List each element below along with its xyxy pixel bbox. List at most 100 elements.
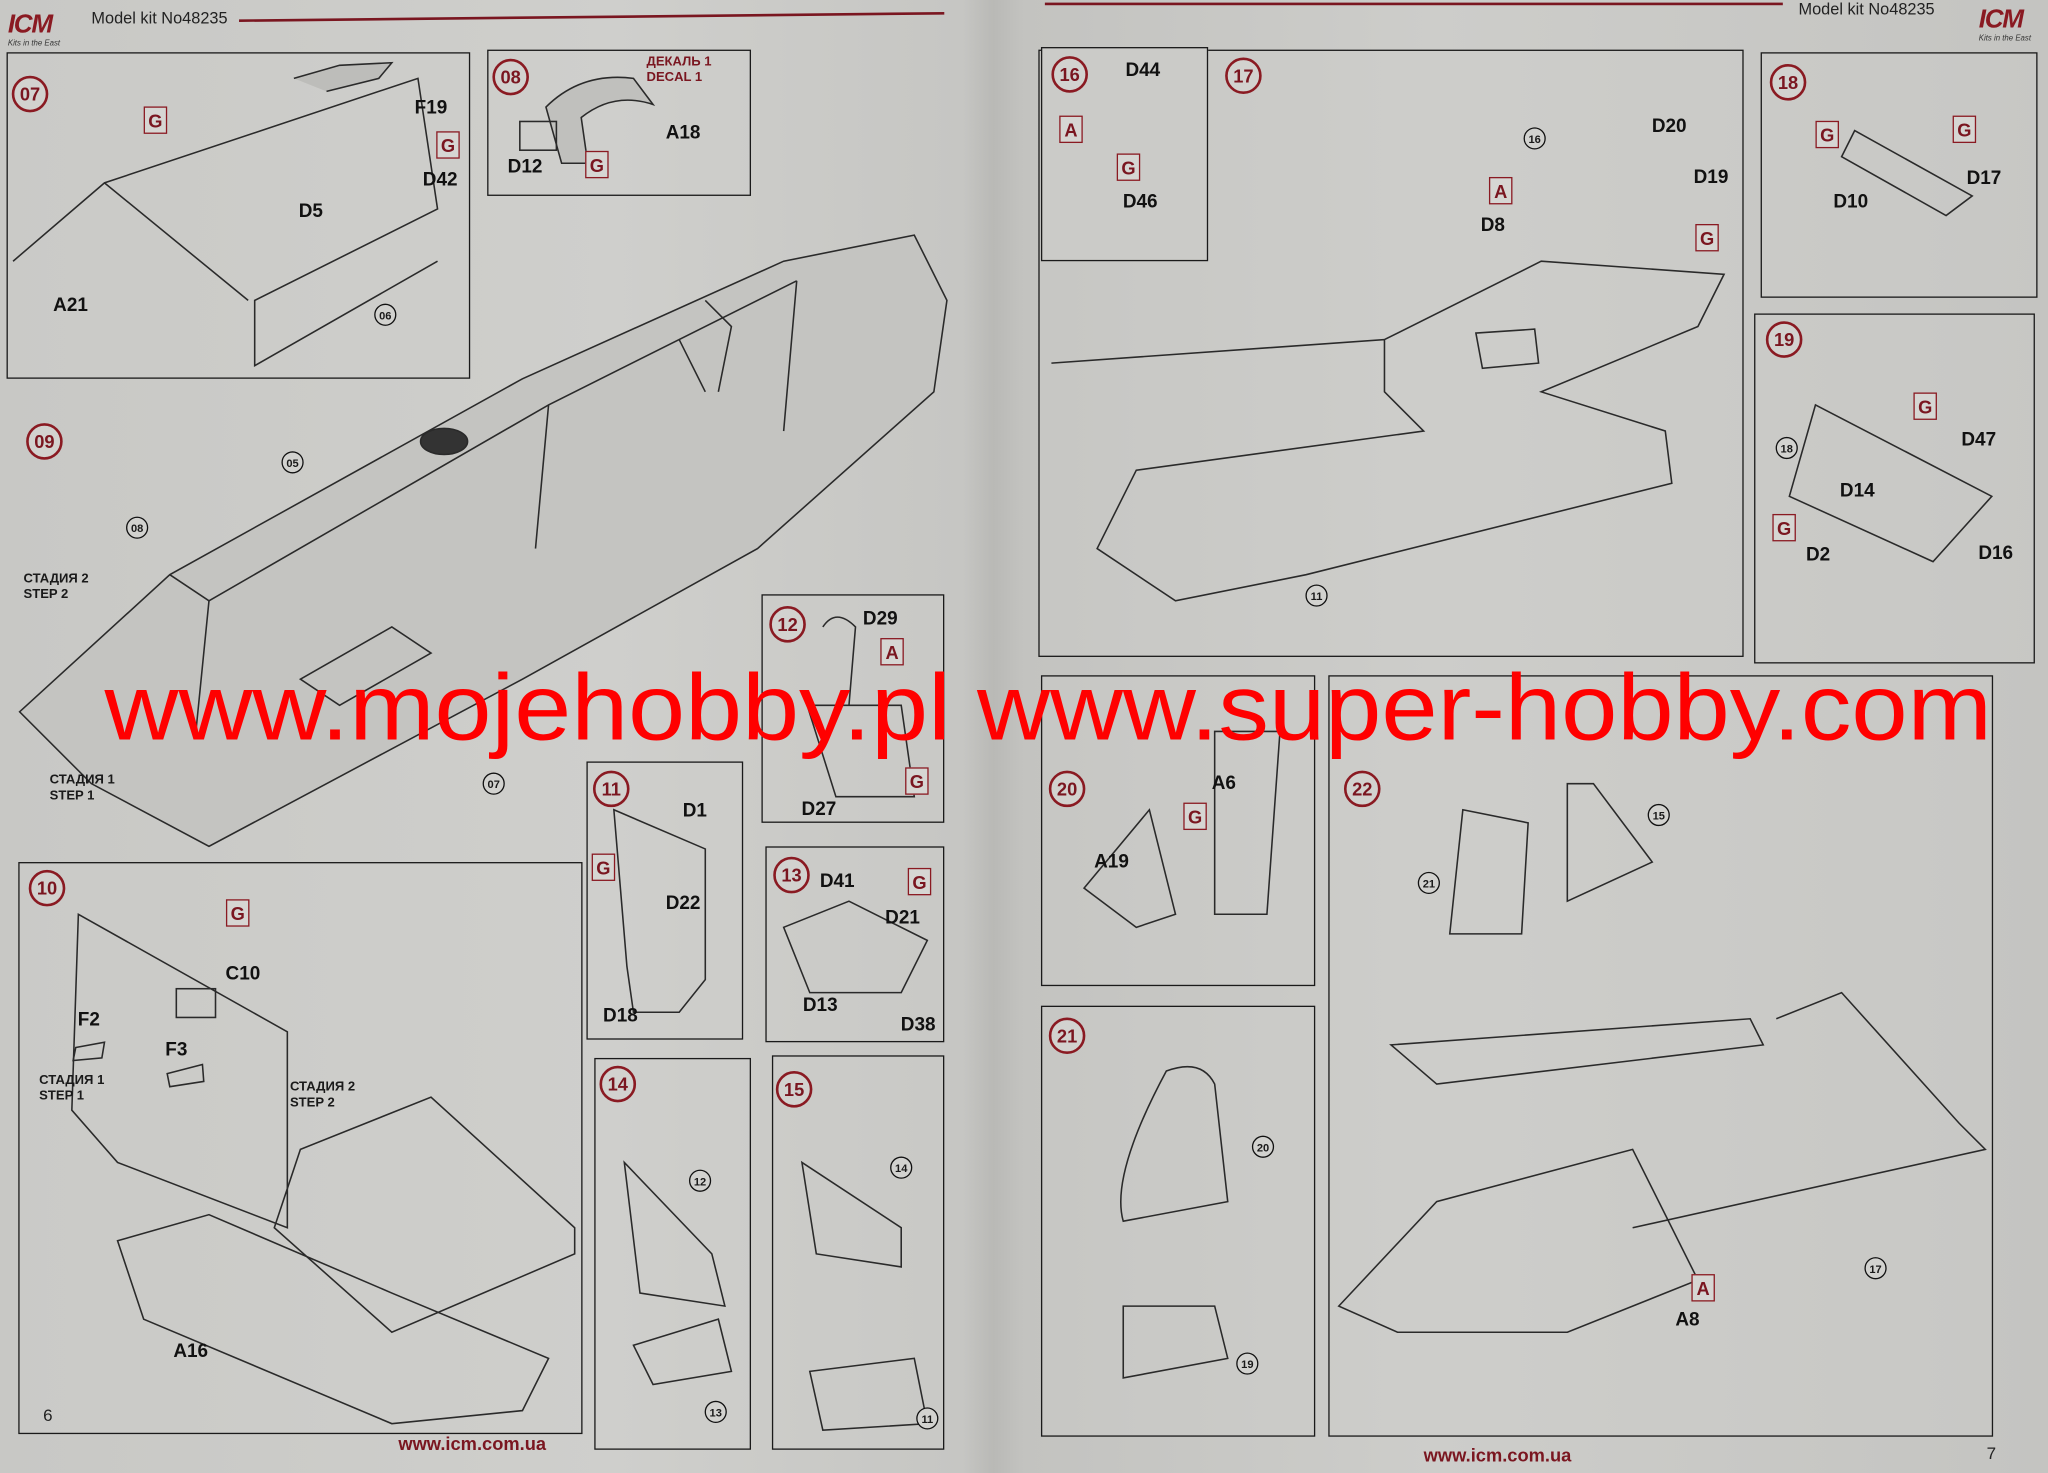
step-10-panel <box>18 862 583 1435</box>
step-11-panel <box>586 761 744 1040</box>
step-08-panel <box>487 49 752 196</box>
part-label: D14 <box>1839 480 1875 502</box>
step-number-badge: 10 <box>28 869 66 907</box>
part-label: A6 <box>1211 773 1236 795</box>
part-label: D29 <box>862 608 898 630</box>
stage-label: СТАДИЯ 1 STEP 1 <box>39 1073 105 1104</box>
sprue-letter-box: G <box>905 767 929 795</box>
step-reference-circle: 14 <box>890 1156 913 1179</box>
step-reference-circle: 05 <box>281 451 304 474</box>
part-label: F19 <box>414 97 448 119</box>
step10-drawing <box>71 912 576 1425</box>
part-label: D1 <box>682 800 707 822</box>
step-reference-circle: 19 <box>1236 1352 1259 1375</box>
brand-tagline: Kits in the East <box>7 40 61 49</box>
step-reference-circle: 11 <box>916 1407 939 1430</box>
part-label: D5 <box>298 201 323 223</box>
step-reference-circle: 07 <box>482 772 505 795</box>
part-label: A19 <box>1094 851 1129 873</box>
fuselage-drawing <box>18 234 948 848</box>
model-kit-number-right: Model kit No48235 <box>1798 0 1935 19</box>
step-number-badge: 08 <box>492 58 529 96</box>
part-label: D20 <box>1651 116 1687 138</box>
part-label: D19 <box>1693 167 1729 189</box>
step-number-badge: 15 <box>775 1071 813 1108</box>
step-number-badge: 16 <box>1051 56 1088 93</box>
step-07-panel <box>6 52 471 379</box>
step-reference-circle: 13 <box>704 1400 727 1423</box>
part-label: C10 <box>225 963 261 985</box>
step-number-badge: 14 <box>599 1065 637 1103</box>
step-number-badge: 20 <box>1048 770 1086 808</box>
part-label: D41 <box>819 871 855 893</box>
header-rule-right <box>1044 2 1783 6</box>
part-label: D38 <box>900 1014 936 1036</box>
footer-url-right[interactable]: www.icm.com.ua <box>1423 1444 1572 1466</box>
sprue-letter-box: G <box>585 150 609 179</box>
part-label: D10 <box>1833 191 1869 213</box>
step-reference-circle: 16 <box>1523 127 1546 150</box>
brand-text: ICM <box>1978 5 2024 34</box>
step-number-badge: 21 <box>1048 1017 1086 1055</box>
step-number-badge: 17 <box>1225 57 1262 95</box>
step-number-badge: 18 <box>1769 63 1807 101</box>
sprue-letter-box: G <box>907 867 932 896</box>
sprue-letter-box: G <box>143 106 168 134</box>
step-18-panel <box>1760 52 2038 298</box>
step-reference-circle: 11 <box>1305 584 1328 607</box>
sprue-letter-box: A <box>880 638 904 666</box>
step-number-badge: 13 <box>773 856 810 894</box>
part-label: D27 <box>801 799 837 821</box>
part-label: D8 <box>1480 215 1505 237</box>
sprue-letter-box: A <box>1059 115 1083 144</box>
part-label: D18 <box>603 1005 638 1027</box>
part-label: D21 <box>885 907 920 929</box>
sprue-letter-box: G <box>225 899 250 927</box>
stage-label: СТАДИЯ 2 STEP 2 <box>289 1080 356 1111</box>
stage-label: СТАДИЯ 2 STEP 2 <box>23 572 89 603</box>
step-number-badge: 07 <box>11 75 49 113</box>
page-number-left: 6 <box>43 1405 53 1425</box>
sprue-letter-box: G <box>436 131 460 159</box>
part-label: D17 <box>1966 168 2002 190</box>
footer-url-left[interactable]: www.icm.com.ua <box>398 1432 547 1454</box>
step-20-panel <box>1040 675 1316 987</box>
brand-text: ICM <box>7 10 53 40</box>
part-label: A18 <box>665 122 701 144</box>
sprue-letter-box: G <box>1695 223 1719 252</box>
step-reference-circle: 15 <box>1647 803 1670 827</box>
part-label: F2 <box>77 1009 100 1031</box>
stage-label: СТАДИЯ 1 STEP 1 <box>49 773 115 804</box>
part-label: A8 <box>1675 1310 1700 1331</box>
part-label: D2 <box>1805 544 1831 566</box>
decal-label: ДЕКАЛЬ 1 DECAL 1 <box>646 54 712 85</box>
sprue-letter-box: A <box>1691 1274 1715 1302</box>
part-label: D42 <box>422 169 458 191</box>
part-label: D16 <box>1978 543 2014 565</box>
step-reference-circle: 18 <box>1775 436 1798 460</box>
step-reference-circle: 06 <box>374 303 397 326</box>
step-21-panel <box>1040 1005 1316 1437</box>
part-label: D47 <box>1961 429 1997 451</box>
step-number-badge: 12 <box>769 606 806 643</box>
step-22-panel <box>1328 675 1994 1437</box>
step-number-badge: 22 <box>1343 770 1381 808</box>
sprue-letter-box: G <box>1772 513 1796 542</box>
part-label: D13 <box>802 995 838 1017</box>
step-reference-circle: 17 <box>1864 1257 1887 1280</box>
step-number-badge: 19 <box>1765 321 1803 358</box>
step-reference-circle: 12 <box>688 1169 712 1192</box>
brand-tagline: Kits in the East <box>1978 35 2032 44</box>
step-number-badge: 11 <box>592 770 630 808</box>
step07-drawing <box>12 61 439 368</box>
sprue-letter-box: G <box>1815 120 1839 149</box>
floor-drawings <box>1051 260 1987 1334</box>
step-reference-circle: 21 <box>1417 871 1440 895</box>
step-15-panel <box>771 1055 945 1450</box>
sprue-letter-box: G <box>1952 115 1977 144</box>
part-label: F3 <box>165 1039 188 1061</box>
sprue-letter-box: G <box>1183 802 1207 831</box>
